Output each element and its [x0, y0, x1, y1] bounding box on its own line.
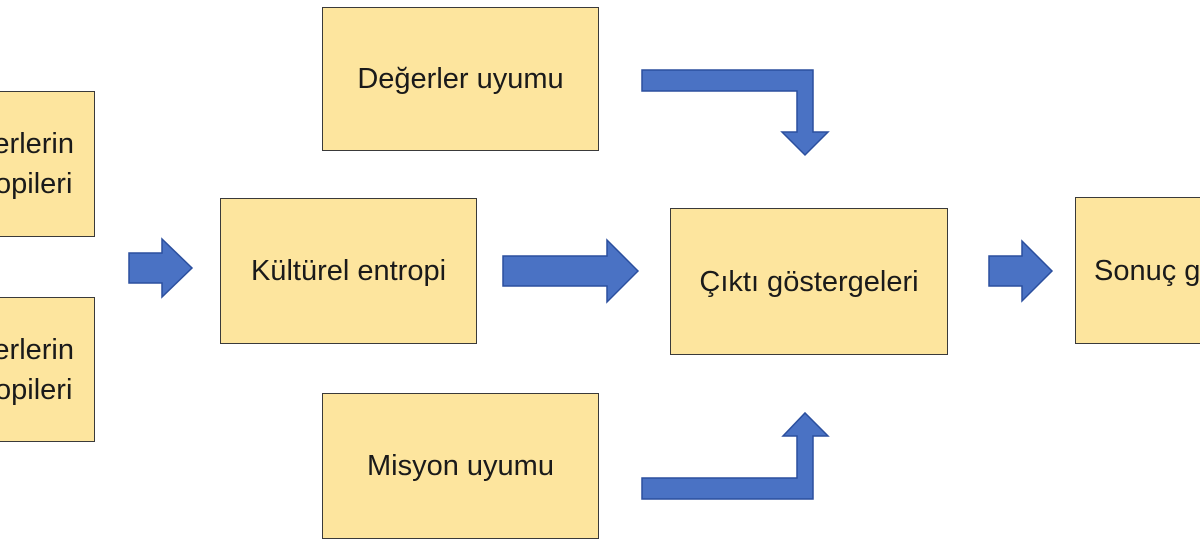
left-bottom-box: erlerin opileri — [0, 297, 95, 442]
left-top-line2: opileri — [0, 168, 73, 200]
degerler-uyumu-label: Değerler uyumu — [357, 63, 564, 95]
left-bottom-line2: opileri — [0, 373, 73, 406]
arrow-left-to-kulturel — [128, 237, 194, 299]
arrow-degerler-to-cikti — [641, 69, 830, 157]
cikti-gostergeleri-box: Çıktı göstergeleri — [670, 208, 948, 355]
left-top-box-text: erlerin opileri — [0, 124, 74, 204]
left-bottom-line1: erlerin — [0, 333, 74, 366]
sonuc-label: Sonuç g — [1094, 254, 1200, 287]
kulturel-entropi-box: Kültürel entropi — [220, 198, 477, 344]
cikti-gostergeleri-label: Çıktı göstergeleri — [699, 265, 919, 298]
misyon-uyumu-label: Misyon uyumu — [367, 450, 554, 482]
degerler-uyumu-box: Değerler uyumu — [322, 7, 599, 151]
arrow-kulturel-to-cikti — [502, 238, 640, 304]
left-bottom-box-text: erlerin opileri — [0, 330, 74, 410]
left-top-line1: erlerin — [0, 128, 74, 160]
misyon-uyumu-box: Misyon uyumu — [322, 393, 599, 539]
left-top-box: erlerin opileri — [0, 91, 95, 237]
kulturel-entropi-label: Kültürel entropi — [250, 255, 447, 287]
arrow-misyon-to-cikti — [641, 411, 830, 500]
sonuc-box: Sonuç g — [1075, 197, 1200, 344]
arrow-cikti-to-sonuc — [988, 239, 1054, 303]
